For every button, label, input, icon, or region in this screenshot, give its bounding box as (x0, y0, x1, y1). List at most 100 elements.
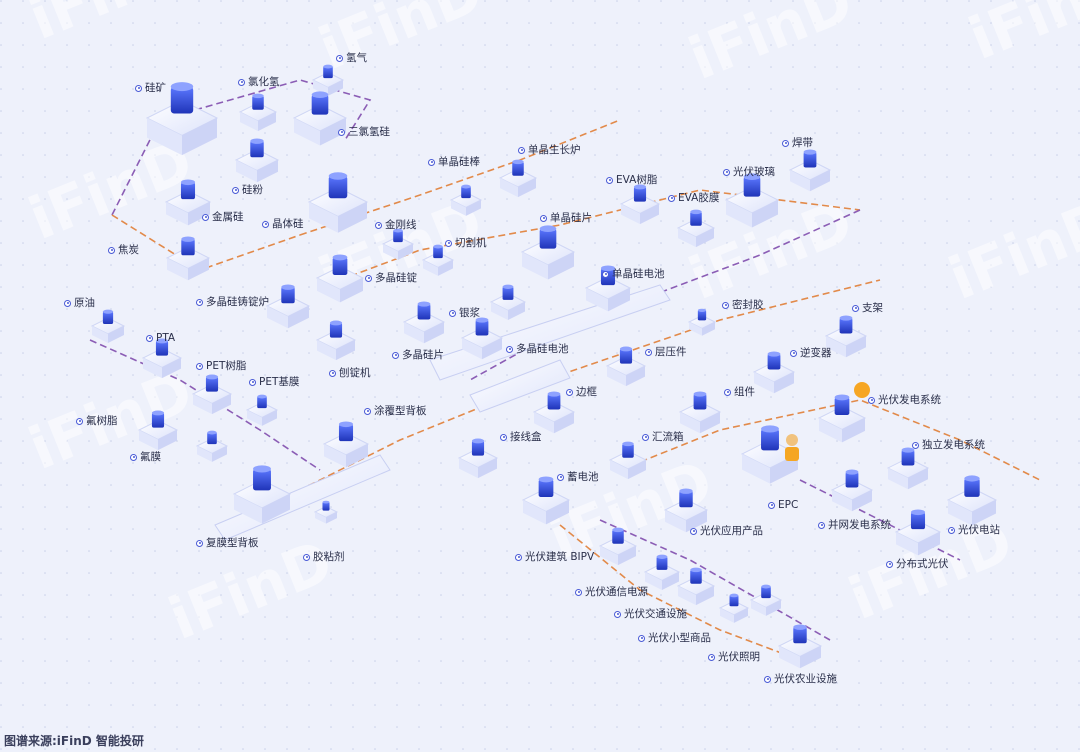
bullet-icon (108, 246, 115, 254)
node-illustration (195, 430, 229, 462)
node-label: 氟树脂 (76, 415, 118, 427)
node-illustration (498, 159, 538, 198)
node-label-text: 单晶硅电池 (612, 268, 665, 280)
bullet-icon (668, 194, 675, 202)
node-label-text: 涂覆型背板 (374, 405, 427, 417)
bullet-icon (392, 351, 399, 359)
bullet-icon (518, 146, 525, 154)
node-label-text: 单晶硅片 (550, 212, 592, 224)
bullet-icon (690, 527, 697, 535)
node-label: 支架 (852, 302, 883, 314)
node-label: 光伏农业设施 (764, 673, 837, 685)
node-label-text: 并网发电系统 (828, 519, 891, 531)
node-illustration (946, 475, 998, 526)
node-label: 单晶生长炉 (518, 144, 581, 156)
node-label-text: 逆变器 (800, 347, 832, 359)
wafer-platform (469, 359, 571, 413)
node-illustration (830, 469, 874, 512)
bullet-icon (303, 553, 310, 561)
node-label-text: 独立发电系统 (922, 439, 985, 451)
bullet-icon (782, 139, 789, 147)
person-icon (786, 434, 798, 446)
node-label-text: PTA (156, 332, 176, 344)
person-body (785, 447, 799, 461)
node-illustration (663, 488, 709, 533)
bullet-icon (135, 84, 142, 92)
bullet-icon (329, 369, 336, 377)
node-label-text: 层压件 (655, 346, 687, 358)
node-illustration (232, 465, 292, 524)
node-illustration (402, 301, 446, 344)
node-label-text: 胶粘剂 (313, 551, 345, 563)
node-label: 多晶硅片 (392, 349, 444, 361)
bullet-icon (76, 417, 83, 425)
node-label-text: 多晶硅铸锭炉 (206, 296, 269, 308)
bullet-icon (948, 526, 955, 534)
node-label: 光伏玻璃 (723, 166, 775, 178)
bullet-icon (365, 274, 372, 282)
node-label-text: 晶体硅 (272, 218, 304, 230)
node-label-text: 光伏照明 (718, 651, 760, 663)
node-label-text: 氢气 (346, 52, 367, 64)
node-illustration (521, 476, 571, 525)
node-label: 光伏建筑 BIPV (515, 551, 594, 563)
node-label: 光伏照明 (708, 651, 760, 663)
node-illustration (777, 624, 823, 669)
node-label-text: 光伏电站 (958, 524, 1000, 536)
node-label: 单晶硅电池 (602, 268, 665, 280)
node-label-text: 焦炭 (118, 244, 139, 256)
node-illustration (894, 509, 942, 556)
bullet-icon (146, 334, 153, 342)
node-label-text: 氯化氢 (248, 76, 280, 88)
bullet-icon (130, 453, 137, 461)
node-label: EPC (768, 499, 798, 511)
node-label: 层压件 (645, 346, 687, 358)
node-label-text: 密封胶 (732, 299, 764, 311)
node-label: 逆变器 (790, 347, 832, 359)
node-label: 独立发电系统 (912, 439, 985, 451)
node-illustration (145, 82, 219, 156)
node-label: 金刚线 (375, 219, 417, 231)
node-label-text: 组件 (734, 386, 755, 398)
bullet-icon (232, 186, 239, 194)
node-label: 光伏电站 (948, 524, 1000, 536)
connector-line (599, 519, 831, 641)
node-illustration (90, 309, 126, 343)
node-label-text: 光伏玻璃 (733, 166, 775, 178)
node-label: 光伏交通设施 (614, 608, 687, 620)
node-label: 晶体硅 (262, 218, 304, 230)
bullet-icon (336, 54, 343, 62)
node-label: 涂覆型背板 (364, 405, 427, 417)
bullet-icon (375, 221, 382, 229)
node-illustration (584, 265, 632, 312)
node-label-text: 支架 (862, 302, 883, 314)
node-illustration (678, 391, 722, 434)
node-label-text: 氟树脂 (86, 415, 118, 427)
bullet-icon (540, 214, 547, 222)
node-label-text: 复膜型背板 (206, 537, 259, 549)
node-label-text: 分布式光伏 (896, 558, 949, 570)
bullet-icon (196, 362, 203, 370)
connector-line (219, 279, 881, 531)
node-illustration (643, 554, 681, 591)
node-illustration (718, 593, 750, 623)
node-label: 氢气 (336, 52, 367, 64)
bullet-icon (566, 388, 573, 396)
node-label-text: 多晶硅电池 (516, 343, 569, 355)
bullet-icon (606, 176, 613, 184)
node-label: 蓄电池 (557, 471, 599, 483)
bullet-icon (602, 270, 609, 278)
bullet-icon (557, 473, 564, 481)
node-label-text: 蓄电池 (567, 471, 599, 483)
bullet-icon (868, 396, 875, 404)
bullet-icon (886, 560, 893, 568)
bullet-icon (912, 441, 919, 449)
node-label: 光伏小型商品 (638, 632, 711, 644)
connector-line (111, 79, 372, 216)
bullet-icon (645, 348, 652, 356)
node-illustration (687, 308, 717, 336)
node-illustration (619, 184, 661, 225)
bullet-icon (575, 588, 582, 596)
